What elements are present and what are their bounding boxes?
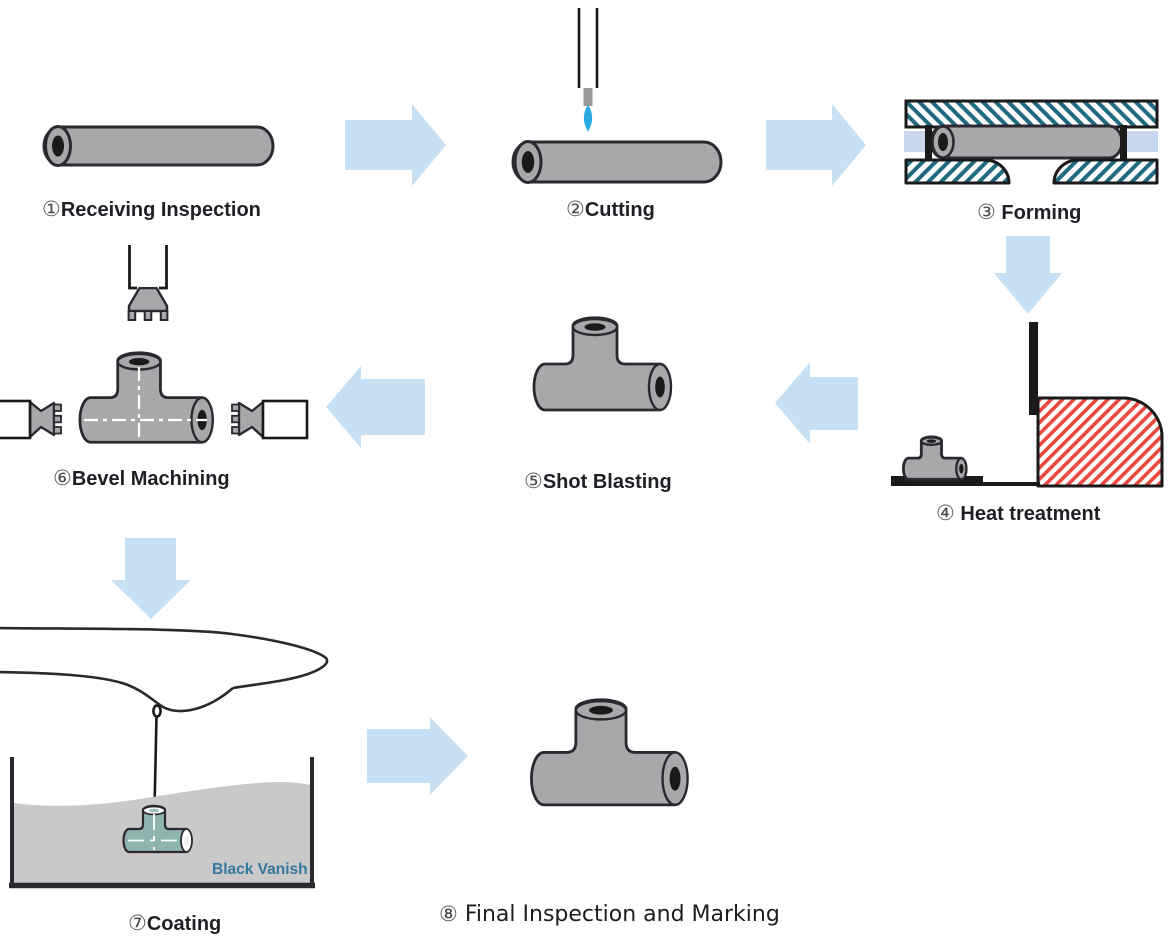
step-label-forming: ③ Forming (977, 201, 1082, 225)
flow-arrow-right-icon (766, 104, 866, 186)
bevel-tool-right (231, 399, 309, 440)
furnace-door-bar (1029, 322, 1038, 415)
coating-illustration (0, 626, 329, 889)
step-number: ⑦ (128, 912, 147, 935)
step-number: ① (42, 198, 61, 221)
step-number: ② (566, 198, 585, 221)
step-label-heat-treatment: ④ Heat treatment (936, 502, 1101, 526)
forming-die-top (904, 99, 1159, 129)
bevel-tool-left (0, 399, 62, 440)
hanging-string (153, 715, 158, 810)
bevel-tool-top (127, 245, 169, 321)
step-label-shot-blasting: ⑤Shot Blasting (524, 470, 672, 494)
step-number: ⑧ (439, 902, 458, 926)
flow-arrow-down-icon (111, 538, 191, 619)
step-label-final-inspection: ⑧ Final Inspection and Marking (439, 902, 780, 927)
hanger-ring (152, 704, 162, 718)
coated-tee-illustration (124, 806, 193, 852)
shot-blasted-tee-illustration (532, 316, 673, 412)
forming-die-bottom-right (1052, 158, 1159, 185)
step-number: ⑤ (524, 470, 543, 493)
step-label-cutting: ②Cutting (566, 198, 655, 222)
forming-die-illustration (904, 99, 1159, 185)
step-label-receiving-inspection: ①Receiving Inspection (42, 198, 261, 222)
flow-arrow-down-icon (994, 236, 1062, 314)
raw-pipe-illustration (42, 125, 275, 167)
final-tee-illustration (529, 698, 690, 807)
hanger-arm-outline (0, 626, 329, 690)
flow-arrow-right-icon (345, 104, 446, 186)
die-end-cap-right (1120, 125, 1127, 159)
flow-arrow-left-icon (326, 366, 425, 448)
die-end-cap-left (925, 125, 932, 159)
heat-treatment-illustration (891, 322, 1164, 488)
forming-die-bottom-left (904, 158, 1011, 185)
tank-liquid-label: Black Vanish (212, 861, 308, 878)
step-label-coating: ⑦Coating (128, 912, 222, 936)
conveyor-plate (891, 476, 983, 486)
flame-icon (583, 105, 593, 132)
step-number: ③ (977, 201, 996, 224)
furnace-body (1036, 396, 1164, 488)
coating-tank (10, 757, 314, 884)
flow-arrow-left-icon (775, 362, 858, 444)
step-number: ⑥ (53, 467, 72, 490)
guide-band-right (1125, 131, 1158, 152)
flow-arrow-right-icon (367, 717, 468, 795)
cutting-torch-icon (577, 8, 599, 132)
cut-pipe-illustration (511, 140, 723, 184)
bevel-machining-illustration (0, 245, 309, 444)
step-label-bevel-machining: ⑥Bevel Machining (53, 467, 230, 491)
step-number: ④ (936, 502, 955, 525)
